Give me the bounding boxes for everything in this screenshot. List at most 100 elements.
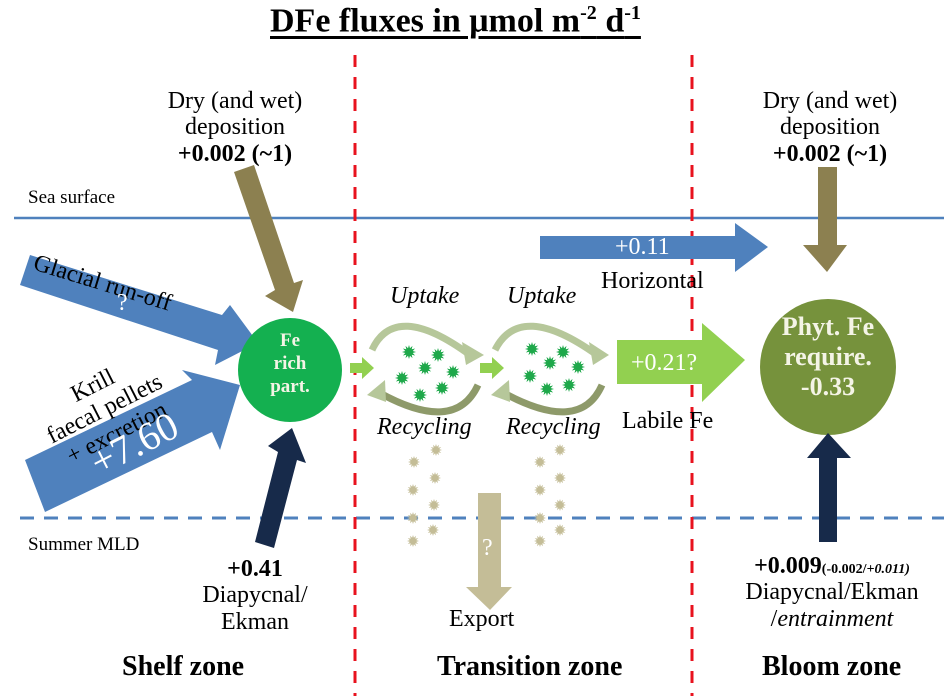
sinking-particle	[427, 524, 439, 536]
recycling-arc-2	[500, 383, 606, 416]
recycling-arc-1	[376, 383, 482, 416]
recycling-label-1: Recycling	[377, 414, 472, 440]
phytoplankton-cell	[402, 345, 416, 359]
sinking-particle	[534, 512, 546, 524]
export-value: ?	[482, 535, 493, 561]
bloom-zone-label: Bloom zone	[762, 651, 902, 682]
glacial-runoff-arrow	[20, 255, 258, 365]
phyto-fe-requirement-label: Phyt. Fe require. -0.33	[760, 312, 896, 402]
title-mid: d	[596, 2, 625, 40]
bloom-deposition-line1: Dry (and wet)	[762, 88, 898, 114]
phytoplankton-cell	[418, 361, 432, 375]
bloom-deposition-arrow	[803, 167, 847, 272]
fe-rich-particles-label: Fe rich part.	[250, 330, 330, 398]
shelf-deposition-line2: deposition	[185, 114, 285, 141]
bloom-diapycnal-value: +0.009	[754, 553, 822, 579]
bloom-diapycnal-arrow	[807, 433, 851, 542]
bloom-deposition-value: +0.002 (~1)	[772, 140, 888, 167]
fe-rich-particles-circle	[238, 318, 342, 422]
recycling-arrowhead-1	[367, 380, 386, 402]
phytoplankton-cells	[395, 342, 585, 402]
phyto-line3: -0.33	[800, 371, 856, 401]
shelf-deposition-value: +0.002 (~1)	[177, 140, 293, 167]
sea-surface-label: Sea surface	[28, 187, 116, 208]
horizontal-flux-arrow	[540, 223, 768, 272]
diagram-title: DFe fluxes in μmol m-2 d-1	[270, 2, 641, 40]
phyto-line1: Phyt. Fe	[781, 312, 875, 341]
fe-rich-line1: Fe	[279, 330, 301, 351]
phyto-fe-requirement-circle	[760, 299, 896, 435]
labile-fe-value: +0.21?	[631, 350, 698, 376]
phytoplankton-cell	[525, 342, 539, 356]
export-arrow	[466, 493, 512, 610]
phyto-line2: require.	[784, 341, 872, 371]
phytoplankton-cell	[395, 371, 409, 385]
shelf-deposition-label: Dry (and wet) deposition +0.002 (~1)	[140, 88, 330, 167]
sinking-particle	[554, 499, 566, 511]
phytoplankton-cell	[523, 369, 537, 383]
phytoplankton-cell	[540, 382, 554, 396]
uptake-arrowhead-1	[462, 342, 484, 365]
sinking-particle	[407, 484, 419, 496]
sinking-particle	[554, 444, 566, 456]
uptake-arrowhead-2	[589, 342, 609, 365]
bloom-diapycnal-slash: /	[770, 605, 778, 632]
uptake-arc-1	[368, 322, 473, 358]
phytoplankton-cell	[446, 365, 460, 379]
shelf-diapycnal-line2: Ekman	[221, 608, 289, 635]
sinking-particle	[534, 535, 546, 547]
bloom-deposition-label: Dry (and wet) deposition +0.002 (~1)	[735, 88, 925, 167]
sinking-particle	[407, 512, 419, 524]
sinking-particles	[407, 444, 566, 547]
phytoplankton-cell	[562, 378, 576, 392]
bloom-diapycnal-range: (-0.002/	[821, 562, 867, 577]
shelf-deposition-line1: Dry (and wet)	[167, 88, 303, 114]
transition-zone-label: Transition zone	[437, 651, 623, 682]
shelf-zone-label: Shelf zone	[122, 651, 245, 682]
uptake-arc-2	[491, 322, 600, 358]
shelf-diapycnal-arrow	[255, 428, 306, 548]
fe-rich-line3: part.	[270, 375, 310, 397]
sinking-particle	[407, 535, 419, 547]
glacial-runoff-value: ?	[117, 290, 128, 316]
bloom-diapycnal-range-upper: +0.011)	[866, 562, 910, 577]
title-exponent-1: -2	[580, 2, 597, 24]
shelf-diapycnal-line1: Diapycnal/	[202, 582, 308, 609]
bloom-diapycnal-line1: Diapycnal/Ekman	[745, 579, 919, 606]
phytoplankton-cell	[431, 348, 445, 362]
labile-transfer-arrow-1	[350, 357, 374, 379]
bloom-deposition-line2: deposition	[780, 114, 880, 141]
labile-transfer-arrow-2	[480, 357, 504, 379]
sinking-particle	[534, 484, 546, 496]
bloom-diapycnal-line2: entrainment	[777, 605, 894, 632]
summer-mld-label: Summer MLD	[28, 534, 140, 555]
export-label: Export	[449, 606, 515, 632]
krill-arrow	[25, 370, 240, 512]
phytoplankton-cell	[435, 381, 449, 395]
horizontal-flux-label: Horizontal	[601, 268, 704, 294]
bloom-diapycnal-label: +0.009(-0.002/+0.011) Diapycnal/Ekman /e…	[720, 553, 944, 632]
fe-rich-line2: rich	[273, 352, 307, 374]
shelf-diapycnal-value: +0.41	[227, 556, 283, 582]
phytoplankton-cell	[543, 356, 557, 370]
phytoplankton-cell	[571, 360, 585, 374]
horizontal-flux-value: +0.11	[615, 234, 670, 260]
sinking-particle	[554, 524, 566, 536]
sinking-particle	[430, 444, 442, 456]
recycling-arrowhead-2	[491, 380, 510, 402]
uptake-label-2: Uptake	[507, 283, 577, 309]
title-exponent-2: -1	[624, 2, 641, 24]
recycling-label-2: Recycling	[506, 414, 601, 440]
phytoplankton-cell	[556, 345, 570, 359]
sinking-particle	[428, 499, 440, 511]
sinking-particle	[554, 472, 566, 484]
sinking-particle	[408, 456, 420, 468]
phytoplankton-cell	[413, 388, 427, 402]
shelf-deposition-arrow	[234, 165, 303, 312]
sinking-particle	[534, 456, 546, 468]
sinking-particle	[429, 472, 441, 484]
labile-fe-label: Labile Fe	[622, 408, 714, 434]
labile-fe-arrow	[617, 323, 745, 402]
uptake-label-1: Uptake	[390, 283, 460, 309]
